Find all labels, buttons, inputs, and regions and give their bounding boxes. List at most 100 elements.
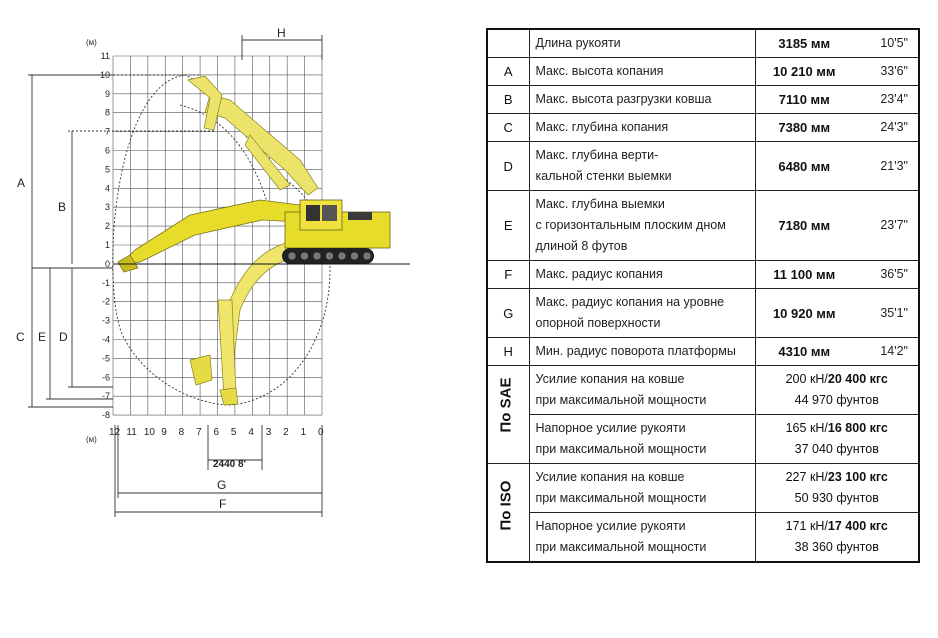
y-tick-label: 9 [105,89,110,99]
force-kn: 200 кН/ [785,372,828,386]
y-tick-label: 1 [105,240,110,250]
description-line: Напорное усилие рукояти [535,519,686,533]
standard-group-label: По ISO [487,463,530,563]
force-kgf: 17 400 кгс [827,519,888,533]
spec-description: Длина рукояти [529,28,756,58]
dim-label-e: E [38,330,46,344]
description-line: Макс. глубина верти- [535,148,659,162]
y-tick-label: -4 [102,335,110,345]
force-kn: 227 кН/ [785,470,828,484]
dimension-code: H [487,337,530,366]
force-row: Напорное усилие рукояти при максимальной … [487,512,919,563]
y-tick-label: -1 [102,278,110,288]
metric-value: 4310 мм [755,337,847,366]
standard-name: По ISO [497,480,515,531]
metric-value: 6480 мм [755,141,847,191]
force-value: 171 кН/17 400 кгс 38 360 фунтов [755,512,919,563]
description-line: кальной стенки выемки [535,169,672,183]
y-tick-label: 4 [105,183,110,193]
spec-description: Мин. радиус поворота платформы [529,337,756,366]
force-kn: 171 кН/ [785,519,828,533]
force-description: Усилие копания на ковше при максимальной … [529,463,756,513]
x-tick-label: 0 [318,427,324,438]
dim-label-b: B [58,200,66,214]
force-kn: 165 кН/ [785,421,828,435]
track-roller [312,251,322,261]
y-tick-label: -6 [102,372,110,382]
dimension-code: B [487,85,530,114]
force-kgf: 20 400 кгс [827,372,888,386]
dimension-code: A [487,57,530,86]
y-tick-label: 8 [105,108,110,118]
description-line: при максимальной мощности [535,491,707,505]
x-tick-label: 7 [196,427,202,438]
x-tick-label: 3 [266,427,272,438]
y-tick-label: 3 [105,202,110,212]
description-line: Макс. глубина выемки [535,197,665,211]
force-description: Напорное усилие рукояти при максимальной … [529,512,756,563]
dimension-code [487,28,530,58]
boom-dig-position [189,239,303,406]
spec-description: Макс. радиус копания [529,260,756,289]
track-rollers [287,251,372,261]
force-lbs: 38 360 фунтов [794,540,879,554]
imperial-value: 21'3" [847,141,919,191]
cab-window [306,205,320,221]
description-line: Усилие копания на ковше [535,372,685,386]
y-tick-label: 0 [105,259,110,269]
imperial-value: 23'4" [847,85,919,114]
y-tick-label: 11 [101,51,110,61]
description-line: Макс. радиус копания на уровне [535,295,725,309]
description-line: опорной поверхности [535,316,661,330]
standard-group-label: По SAE [487,365,530,464]
track-roller [362,251,372,261]
dim-label-d: D [59,330,68,344]
force-row: По ISO Усилие копания на ковше при максима… [487,463,919,563]
track-roller [337,251,347,261]
imperial-value: 10'5" [847,28,919,58]
metric-value: 10 920 мм [755,288,847,338]
metric-value: 7380 мм [755,113,847,142]
imperial-value: 24'3" [847,113,919,142]
description-line: Усилие копания на ковше [535,470,685,484]
track-roller [287,251,297,261]
x-tick-label: 9 [161,427,167,438]
force-kgf: 23 100 кгс [827,470,888,484]
standard-name: По SAE [497,377,515,433]
y-tick-label: -3 [102,316,110,326]
swing-arc [179,104,269,206]
description-line: при максимальной мощности [535,442,707,456]
dim-label-a: A [17,176,25,190]
x-tick-label: 5 [231,427,237,438]
y-tick-label: 2 [105,221,110,231]
x-tick-label: 8 [179,427,185,438]
boom-raised-position [187,75,319,196]
imperial-value: 36'5" [847,260,919,289]
x-tick-label: 11 [126,427,137,438]
y-tick-label: 5 [105,164,110,174]
spec-description: Макс. глубина верти-кальной стенки выемк… [529,141,756,191]
dim-label-f: F [219,497,226,511]
x-unit-label: (м) [86,435,97,444]
x-tick-label: 10 [144,427,156,438]
track-roller [325,251,334,261]
description-line: при максимальной мощности [535,540,707,554]
metric-value: 7110 мм [755,85,847,114]
dimension-code: F [487,260,530,289]
force-lbs: 37 040 фунтов [794,442,879,456]
description-line: при максимальной мощности [535,393,707,407]
dimension-code: C [487,113,530,142]
